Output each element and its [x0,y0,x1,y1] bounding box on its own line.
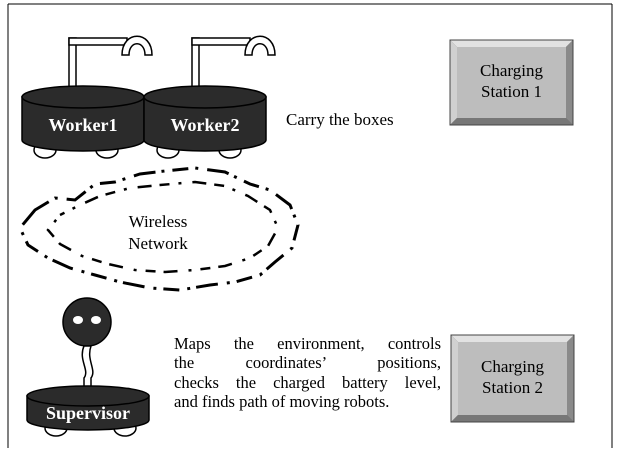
station2-line2: Station 2 [482,378,543,397]
station1-line2: Station 1 [481,82,542,101]
diagram-frame [7,3,613,448]
worker1-body [21,85,145,152]
worker1-label: Worker1 [49,115,118,135]
supervisor-description-line: checks the charged battery level, [174,372,441,392]
supervisor-robot: Supervisor [26,297,150,437]
worker2-robot: Worker2 [143,35,276,159]
supervisor-description-line: and finds path of moving robots. [174,392,390,412]
supervisor-label: Supervisor [46,403,130,423]
supervisor-eye-left [73,316,83,324]
supervisor-head [62,297,112,347]
worker1-arm [68,35,153,91]
supervisor-neck [81,345,94,393]
supervisor-description-line: Maps the environment, controls [174,334,441,353]
supervisor-eye-right [91,316,101,324]
station1-line1: Charging [480,61,543,80]
worker2-arm [191,35,276,91]
charging-station-1: Charging Station 1 [449,39,574,126]
wireless-network-cloud: Wireless Network [18,166,300,292]
supervisor-body [26,385,150,431]
worker2-body [143,85,267,152]
supervisor-description-line: the coordinates’ positions, [174,353,441,373]
network-line1: Wireless [129,212,188,231]
worker-task-label: Carry the boxes [286,110,394,129]
worker1-robot: Worker1 [21,35,153,159]
network-line2: Network [128,234,188,253]
worker2-label: Worker2 [171,115,240,135]
charging-station-2: Charging Station 2 [450,334,575,423]
station2-line1: Charging [481,357,544,376]
supervisor-description: Maps the environment, controls the coord… [174,334,441,412]
